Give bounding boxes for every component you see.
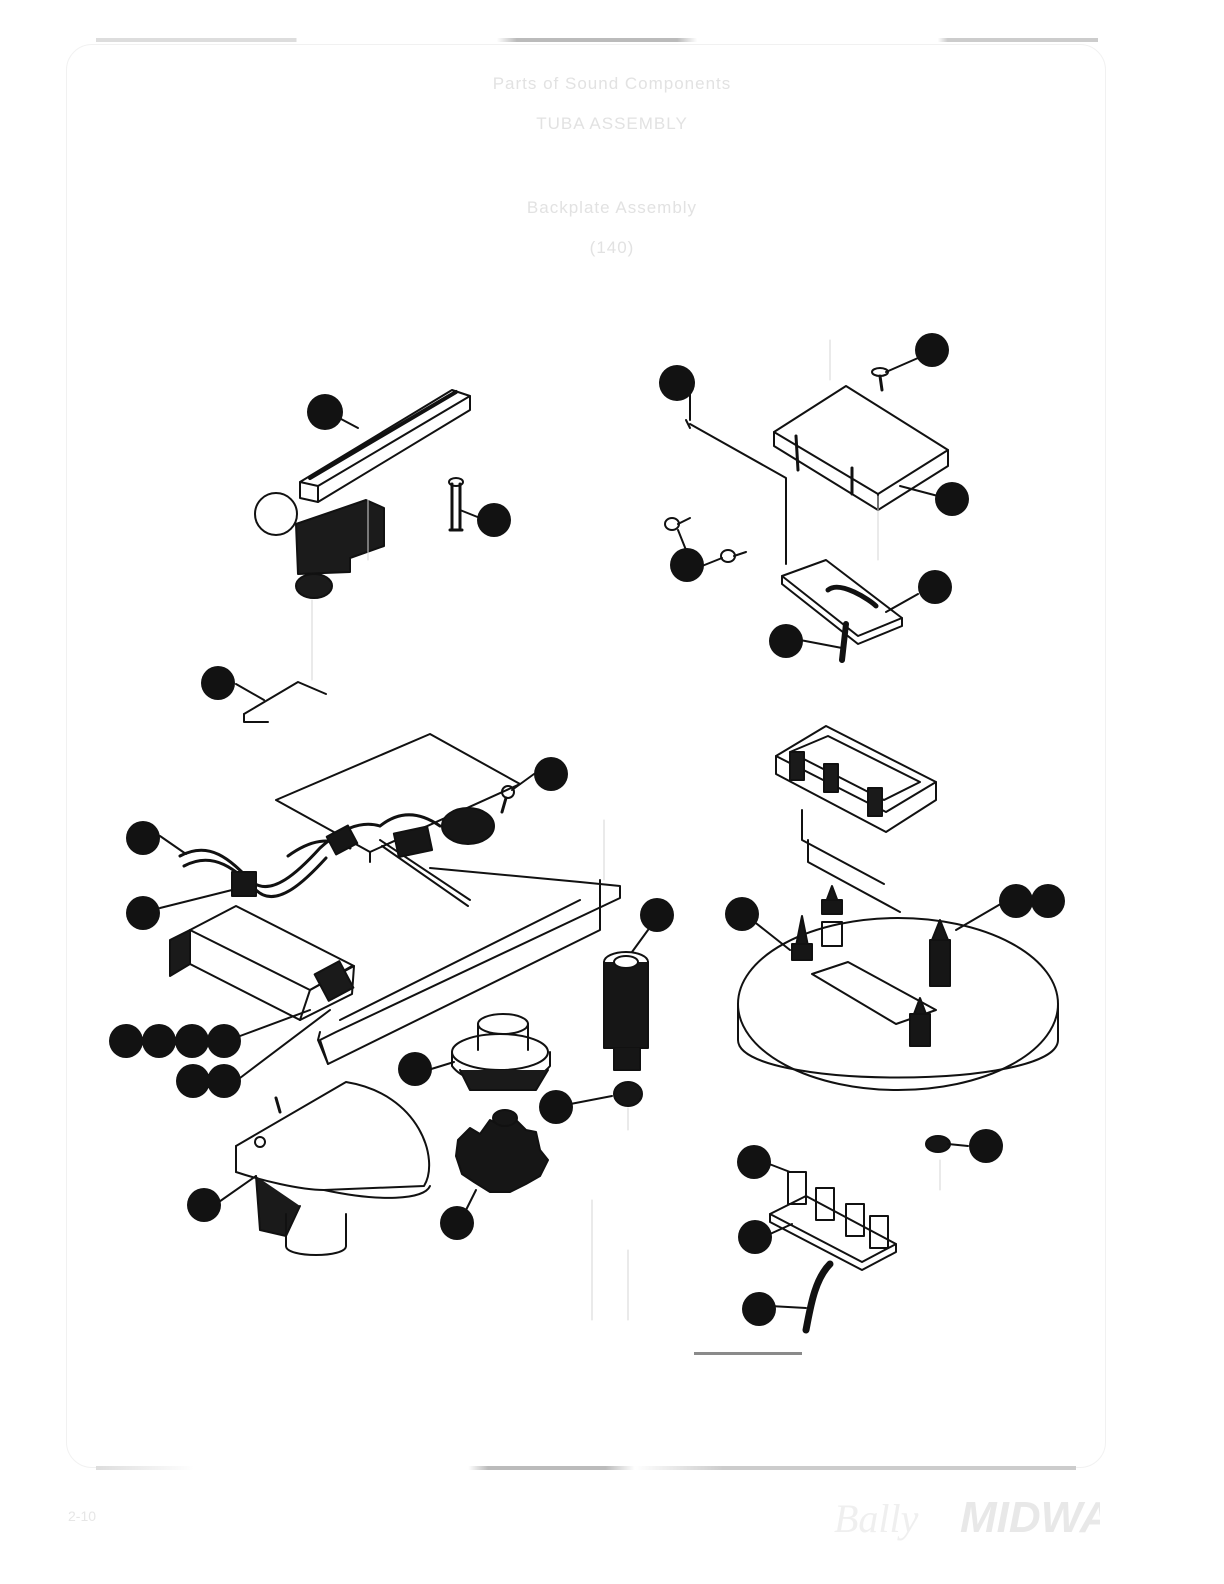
- header-line-2: TUBA ASSEMBLY: [536, 114, 688, 133]
- turntable-disc: [737, 885, 1059, 1153]
- section-title: Backplate Assembly: [526, 198, 698, 217]
- flanged-collar: [451, 1013, 551, 1091]
- center-lines: [311, 339, 941, 1321]
- standoffs: [664, 517, 747, 563]
- half-round-housing: [235, 1081, 431, 1256]
- midway-logo: MIDWAY Bally: [834, 1493, 1100, 1542]
- small-screw-icon: [500, 785, 515, 814]
- leader-lines: [159, 357, 1005, 1309]
- svg-text:Bally: Bally: [834, 1496, 919, 1541]
- slotted-bar: [299, 389, 471, 503]
- bracket: [295, 499, 385, 599]
- speaker-disc: [441, 807, 495, 845]
- svg-text:MIDWAY: MIDWAY: [960, 1493, 1100, 1542]
- header-line-1: Parts of Sound Components: [492, 74, 732, 93]
- page-reference: 2-10: [68, 1508, 97, 1524]
- screw-icon: [448, 477, 464, 532]
- section-subtitle: (140): [589, 238, 635, 257]
- lamp-board: [769, 1171, 897, 1334]
- connectors: [231, 824, 434, 897]
- bottom-rule: [96, 1466, 1076, 1470]
- scale-rule: [694, 1352, 802, 1355]
- transformer: [169, 905, 355, 1021]
- coil-spring-icon: [603, 951, 649, 1107]
- callout-bubbles: [109, 333, 1065, 1326]
- chassis-plate: [243, 681, 621, 1065]
- top-rule: [96, 38, 1098, 42]
- panel-sheet: [685, 419, 787, 565]
- knob-icon: [455, 1109, 549, 1193]
- tray: [775, 725, 937, 913]
- control-board: [781, 559, 903, 663]
- callout-bubble-empty-icon: [254, 492, 298, 536]
